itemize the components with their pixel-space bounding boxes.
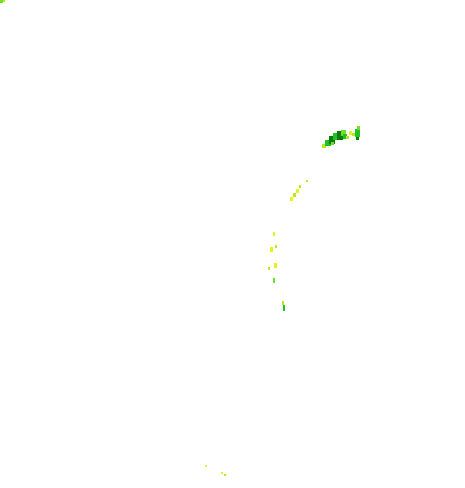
corner-echo: [0, 0, 5, 3]
echo-streak: [290, 180, 308, 201]
echo-column: [268, 232, 285, 311]
echo-cluster-main: [322, 126, 360, 148]
bottom-specks: [205, 465, 226, 476]
